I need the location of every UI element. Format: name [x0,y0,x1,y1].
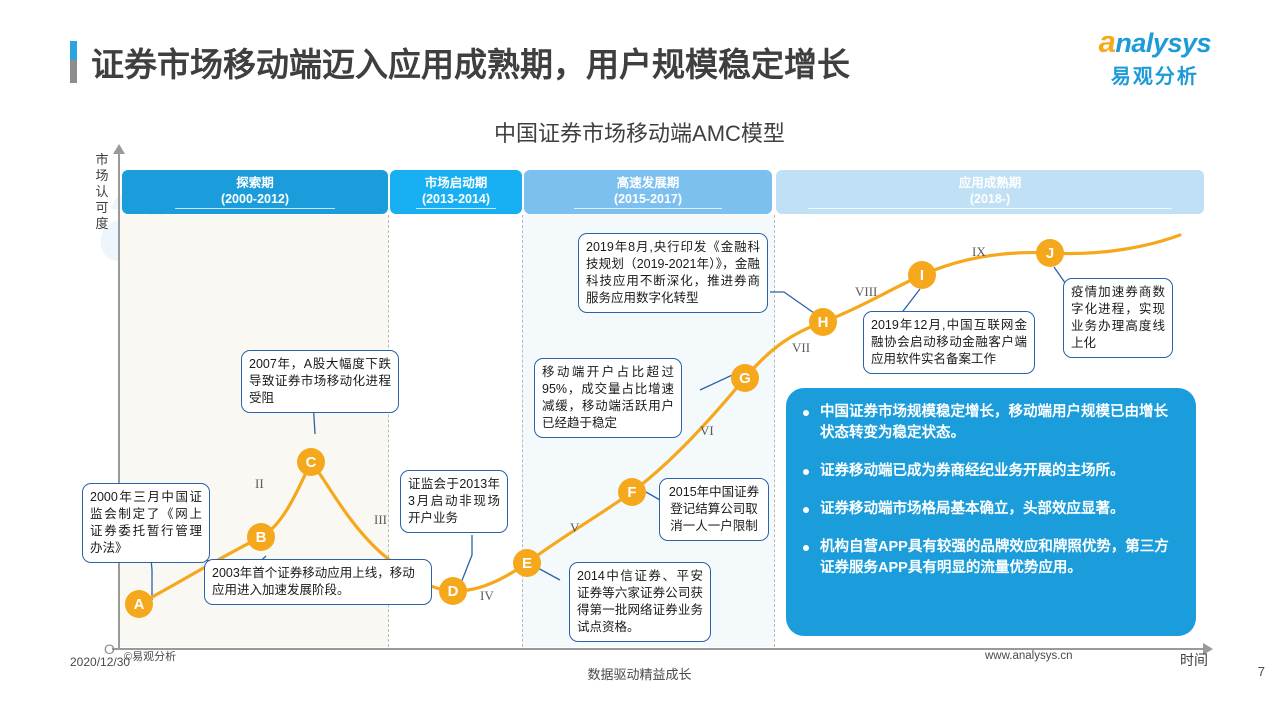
summary-panel: 中国证券市场规模稳定增长，移动端用户规模已由增长状态转变为稳定状态。 证券移动端… [786,388,1196,636]
stage-underline-2 [416,208,496,209]
chart-title: 中国证券市场移动端AMC模型 [494,121,785,146]
marker-C[interactable]: C [297,448,325,476]
stage-underline-1 [175,208,335,209]
stage-name-2: 市场启动期 [424,176,488,190]
x-axis-label: 时间 [1180,652,1208,668]
band-divider-2 [522,215,524,647]
footer-date: 2020/12/30 [70,655,131,669]
logo-chinese: 易观分析 [1110,66,1199,88]
marker-F[interactable]: F [618,478,646,506]
stage-name-4: 应用成熟期 [958,176,1022,190]
stage-years-1: (2000-2012) [220,192,290,206]
summary-item-1: 中国证券市场规模稳定增长，移动端用户规模已由增长状态转变为稳定状态。 [802,402,1178,444]
logo-letter-a: a [1098,24,1116,59]
axis-origin-label: O [104,641,115,657]
summary-item-2: 证券移动端已成为券商经纪业务开展的主场所。 [802,461,1178,482]
segment-label-II: II [255,476,264,491]
stage-header-4[interactable]: 应用成熟期 (2018-) [776,170,1204,214]
marker-A[interactable]: A [125,590,153,618]
callout-2000[interactable]: 2000年三月中国证监会制定了《网上证券委托暂行管理办法》 [82,483,210,563]
footer-slogan: 数据驱动精益成长 [587,667,692,682]
callout-2019-dec[interactable]: 2019年12月,中国互联网金融协会启动移动金融客户端应用软件实名备案工作 [863,311,1035,374]
analysys-logo: analysys 易观分析 [1098,24,1212,89]
y-axis-label: 市场认可度 [95,152,109,231]
callout-2015[interactable]: 2015年中国证券登记结算公司取消一人一户限制 [659,478,769,541]
stage-name-1: 探索期 [236,176,274,190]
page-title: 证券市场移动端迈入应用成熟期，用户规模稳定增长 [70,38,850,86]
title-text: 证券市场移动端迈入应用成熟期，用户规模稳定增长 [91,46,850,83]
stage-underline-4 [808,208,1172,209]
title-accent-bar [70,41,77,83]
stage-header-1[interactable]: 探索期 (2000-2012) [122,170,388,214]
callout-2007[interactable]: 2007年，A股大幅度下跌导致证券市场移动化进程受阻 [241,350,399,413]
callout-2014[interactable]: 2014中信证券、平安证券等六家证券公司获得第一批网络证券业务试点资格。 [569,562,711,642]
callout-2019-aug[interactable]: 2019年8月,央行印发《金融科技规划（2019-2021年）》，金融科技应用不… [578,233,768,313]
stage-underline-3 [573,208,723,209]
footer-page-number: 7 [1257,664,1265,679]
summary-list: 中国证券市场规模稳定增长，移动端用户规模已由增长状态转变为稳定状态。 证券移动端… [802,402,1178,579]
footer-copyright: ©易观分析 [124,651,177,663]
y-axis [113,144,125,650]
logo-wordmark: analysys [1098,24,1212,59]
segment-label-VII: VII [792,340,811,355]
stage-years-2: (2013-2014) [421,192,491,206]
marker-J[interactable]: J [1036,239,1064,267]
marker-H[interactable]: H [809,308,837,336]
summary-item-4: 机构自营APP具有较强的品牌效应和牌照优势，第三方证券服务APP具有明显的流量优… [802,537,1178,579]
stage-years-3: (2015-2017) [613,192,683,206]
stage-years-4: (2018-) [969,192,1011,206]
segment-label-IV: IV [480,588,494,603]
footer-url[interactable]: www.analysys.cn [985,650,1073,662]
segment-label-IX: IX [972,244,986,259]
callout-2013[interactable]: 证监会于2013年3月启动非现场开户业务 [400,470,508,533]
logo-rest: nalysys [1115,28,1211,58]
stage-name-3: 高速发展期 [616,176,680,190]
stage-header-3[interactable]: 高速发展期 (2015-2017) [524,170,772,214]
segment-label-VI: VI [700,423,714,438]
summary-item-3: 证券移动端市场格局基本确立，头部效应显著。 [802,499,1178,520]
band-divider-3 [774,215,776,647]
marker-E[interactable]: E [513,549,541,577]
marker-I[interactable]: I [908,261,936,289]
stage-header-2[interactable]: 市场启动期 (2013-2014) [390,170,522,214]
callout-epidemic[interactable]: 疫情加速券商数字化进程，实现业务办理高度线上化 [1063,278,1173,358]
marker-D[interactable]: D [439,577,467,605]
marker-B[interactable]: B [247,523,275,551]
segment-label-III: III [374,512,387,527]
x-axis [112,643,1213,655]
callout-mobile-share[interactable]: 移动端开户占比超过95%，成交量占比增速减缓，移动端活跃用户已经趋于稳定 [534,358,682,438]
segment-label-V: V [570,520,580,535]
segment-label-VIII: VIII [855,284,878,299]
callout-2003[interactable]: 2003年首个证券移动应用上线，移动应用进入加速发展阶段。 [204,559,432,605]
marker-G[interactable]: G [731,364,759,392]
